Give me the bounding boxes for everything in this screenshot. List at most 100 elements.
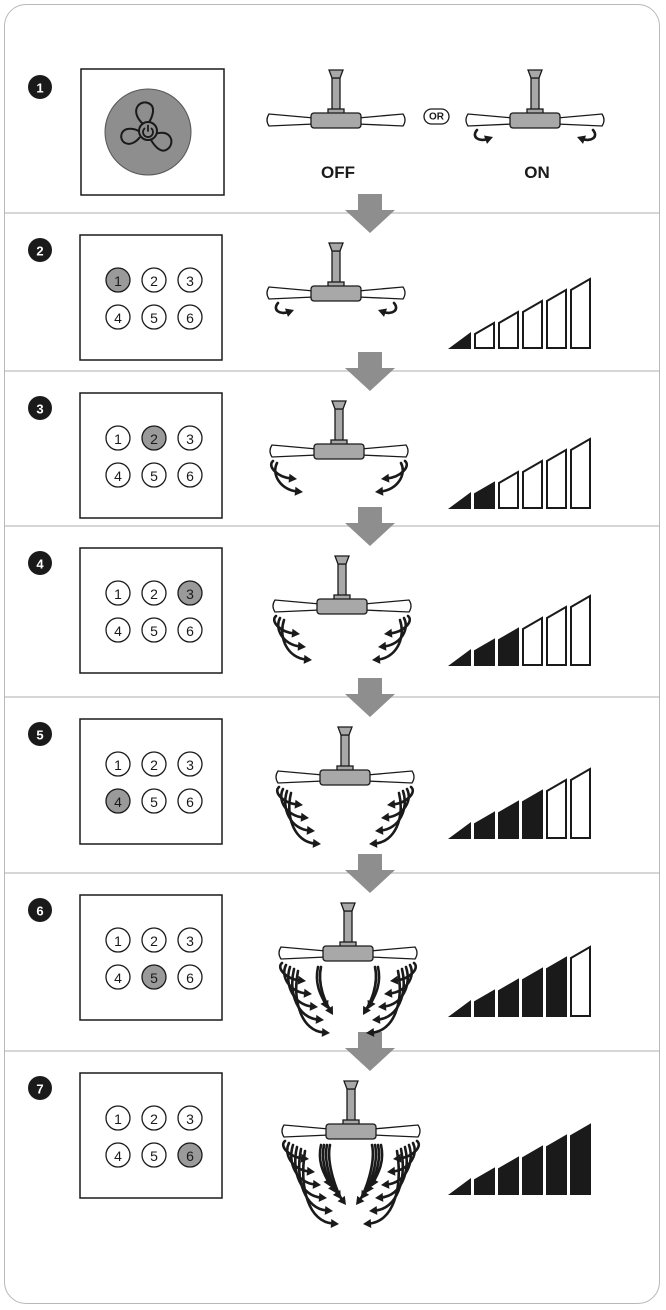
speed-bar (522, 616, 543, 666)
speed-button-4[interactable]: 4 (105, 964, 131, 990)
ceiling-fan-icon (465, 69, 605, 129)
speed-button-2[interactable]: 2 (141, 267, 167, 293)
speed-level-bars (447, 277, 591, 349)
speed-button-4[interactable]: 4 (105, 617, 131, 643)
speed-button-label: 3 (186, 273, 194, 289)
speed-button-1[interactable]: 1 (105, 425, 131, 451)
speed-button-2[interactable]: 2 (141, 927, 167, 953)
speed-button-2[interactable]: 2 (141, 425, 167, 451)
speed-level-bars (447, 437, 591, 509)
speed-bar (546, 605, 567, 666)
fan-power-icon[interactable] (104, 88, 192, 176)
speed-button-2[interactable]: 2 (141, 1105, 167, 1131)
speed-button-6[interactable]: 6 (177, 617, 203, 643)
speed-button-label: 1 (114, 586, 122, 602)
speed-button-3[interactable]: 3 (177, 751, 203, 777)
speed-bar (474, 638, 495, 666)
speed-button-5[interactable]: 5 (141, 1142, 167, 1168)
ceiling-fan-icon (275, 726, 415, 786)
speed-button-label: 1 (114, 431, 122, 447)
step-number: 5 (36, 728, 43, 743)
speed-button-3[interactable]: 3 (177, 1105, 203, 1131)
speed-button-5[interactable]: 5 (141, 788, 167, 814)
speed-bar (498, 1156, 519, 1195)
step-badge (28, 238, 52, 262)
ceiling-fan-icon (281, 1080, 421, 1140)
speed-button-5[interactable]: 5 (141, 304, 167, 330)
speed-bar (447, 1000, 471, 1017)
speed-button-4[interactable]: 4 (105, 462, 131, 488)
speed-button-5[interactable]: 5 (141, 964, 167, 990)
speed-button-1[interactable]: 1 (105, 751, 131, 777)
ceiling-fan-icon (272, 555, 412, 615)
down-arrow-icon (345, 352, 395, 391)
instruction-frame (4, 4, 660, 1304)
speed-button-label: 2 (150, 586, 158, 602)
step-badge (28, 75, 52, 99)
step-dividers (5, 212, 659, 1052)
speed-button-4[interactable]: 4 (105, 304, 131, 330)
speed-button-1[interactable]: 1 (105, 927, 131, 953)
step-number: 7 (36, 1082, 43, 1097)
speed-button-6[interactable]: 6 (177, 1142, 203, 1168)
speed-button-4[interactable]: 4 (105, 1142, 131, 1168)
speed-button-2[interactable]: 2 (141, 580, 167, 606)
step-number: 2 (36, 244, 43, 259)
speed-button-1[interactable]: 1 (105, 1105, 131, 1131)
speed-button-3[interactable]: 3 (177, 580, 203, 606)
speed-button-3[interactable]: 3 (177, 425, 203, 451)
speed-button-6[interactable]: 6 (177, 788, 203, 814)
speed-bar (447, 332, 471, 349)
speed-bar (498, 800, 519, 839)
speed-button-3[interactable]: 3 (177, 267, 203, 293)
airflow-arrows (273, 614, 411, 664)
speed-level-bars (447, 945, 591, 1017)
airflow-arrows (274, 301, 398, 317)
speed-button-1[interactable]: 1 (105, 580, 131, 606)
speed-bar (570, 945, 591, 1017)
airflow-arrows (282, 1139, 420, 1228)
speed-button-label: 6 (186, 468, 194, 484)
speed-button-5[interactable]: 5 (141, 462, 167, 488)
speed-button-label: 4 (114, 970, 122, 986)
step-badge (28, 1076, 52, 1100)
speed-button-6[interactable]: 6 (177, 964, 203, 990)
speed-button-2[interactable]: 2 (141, 751, 167, 777)
speed-bar (498, 470, 519, 509)
speed-button-6[interactable]: 6 (177, 462, 203, 488)
step-number: 1 (36, 81, 43, 96)
speed-button-6[interactable]: 6 (177, 304, 203, 330)
speed-button-label: 3 (186, 933, 194, 949)
speed-bar (570, 767, 591, 839)
speed-button-3[interactable]: 3 (177, 927, 203, 953)
speed-button-5[interactable]: 5 (141, 617, 167, 643)
speed-level-bars (447, 1123, 591, 1195)
speed-button-label: 6 (186, 623, 194, 639)
speed-level-bars (447, 767, 591, 839)
speed-button-label: 2 (150, 757, 158, 773)
ceiling-fan-icon (269, 400, 409, 460)
speed-button-1[interactable]: 1 (105, 267, 131, 293)
speed-button-label: 5 (150, 468, 158, 484)
speed-button-label: 1 (114, 273, 122, 289)
airflow-arrows (279, 961, 417, 1037)
speed-bar (498, 978, 519, 1017)
speed-button-4[interactable]: 4 (105, 788, 131, 814)
speed-bar (474, 989, 495, 1017)
speed-button-label: 2 (150, 933, 158, 949)
down-arrow-icon (345, 1032, 395, 1071)
speed-bar (447, 1178, 471, 1195)
fan-off-illustration (266, 69, 406, 129)
speed-button-label: 5 (150, 623, 158, 639)
speed-button-label: 4 (114, 1148, 122, 1164)
speed-bar (570, 1123, 591, 1195)
speed-button-label: 4 (114, 310, 122, 326)
step-number: 6 (36, 904, 43, 919)
